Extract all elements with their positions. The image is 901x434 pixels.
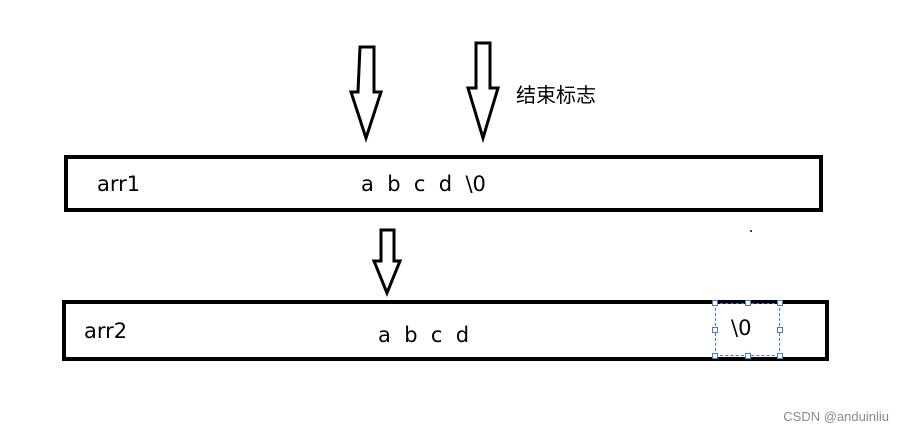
down-arrow-2 — [465, 41, 501, 144]
resize-handle-ml[interactable] — [712, 327, 718, 333]
resize-handle-bl[interactable] — [712, 353, 718, 359]
arr2-terminator[interactable]: \0 — [731, 316, 752, 340]
watermark: CSDN @anduinliu — [783, 409, 889, 424]
stray-dot — [750, 230, 752, 232]
resize-handle-bm[interactable] — [745, 353, 751, 359]
resize-handle-br[interactable] — [777, 353, 783, 359]
end-marker-label: 结束标志 — [516, 83, 596, 107]
down-arrow-3 — [371, 228, 403, 297]
resize-handle-tl[interactable] — [712, 300, 718, 306]
arr1-contents: a b c d \0 — [361, 172, 486, 196]
down-arrow-1 — [348, 45, 384, 143]
resize-handle-mr[interactable] — [777, 327, 783, 333]
arr2-contents: a b c d — [378, 323, 470, 347]
resize-handle-tm[interactable] — [745, 300, 751, 306]
arr1-box — [64, 155, 823, 212]
arr2-box — [62, 300, 829, 361]
resize-handle-tr[interactable] — [777, 300, 783, 306]
arr2-name: arr2 — [84, 319, 128, 343]
arr1-name: arr1 — [97, 172, 141, 196]
